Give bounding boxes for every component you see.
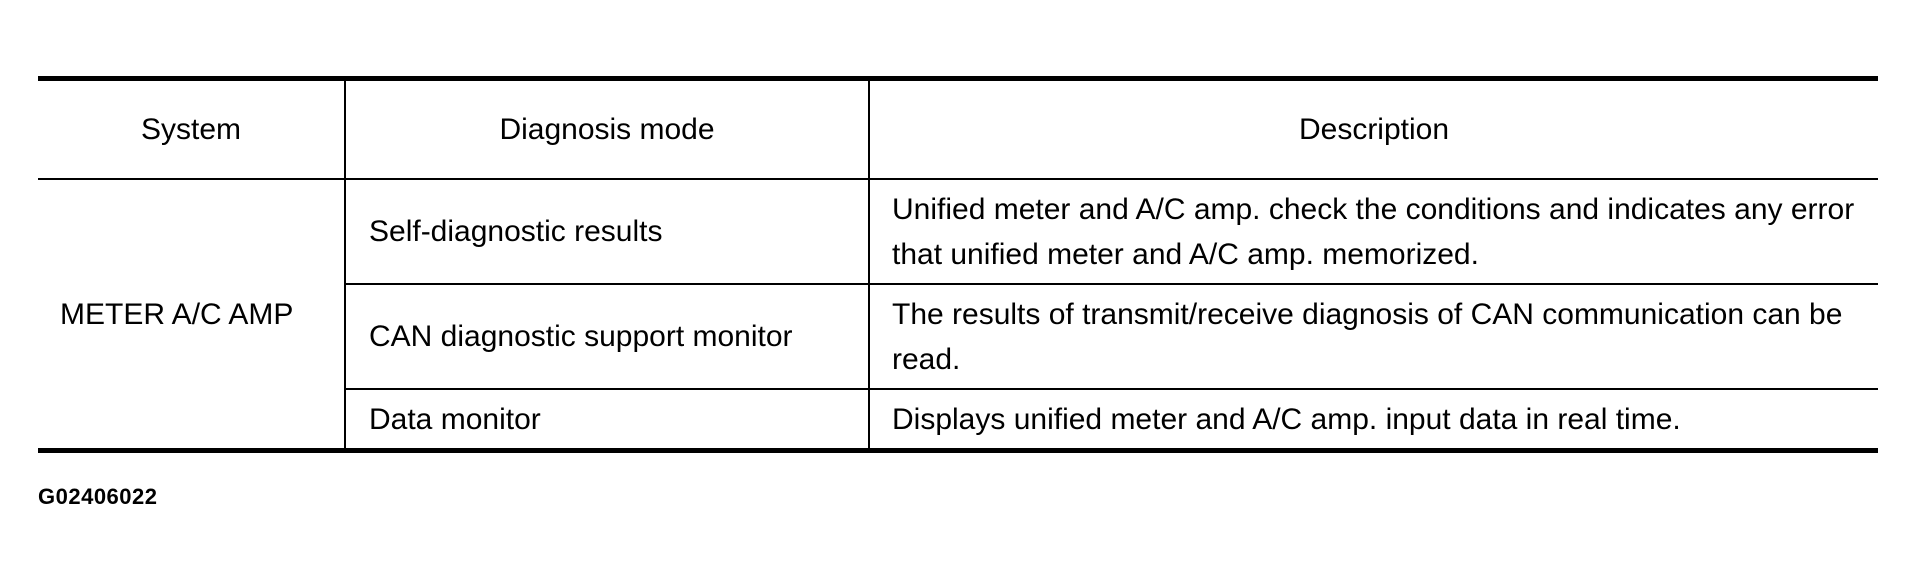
table-row: Data monitor Displays unified meter and …: [38, 389, 1878, 453]
figure-code: G02406022: [38, 484, 158, 509]
system-cell: METER A/C AMP: [38, 179, 346, 453]
description-cell: Displays unified meter and A/C amp. inpu…: [869, 389, 1878, 453]
header-diagnosis-mode: Diagnosis mode: [345, 76, 870, 180]
diagnosis-mode-cell: CAN diagnostic support monitor: [345, 284, 870, 390]
diagnosis-table-container: System Diagnosis mode Description METER …: [38, 76, 1878, 453]
description-cell: Unified meter and A/C amp. check the con…: [869, 179, 1878, 285]
diagnosis-mode-cell: Data monitor: [345, 389, 870, 453]
header-system: System: [38, 76, 346, 180]
header-description: Description: [869, 76, 1878, 180]
table-header-row: System Diagnosis mode Description: [38, 76, 1878, 180]
diagnosis-mode-table: System Diagnosis mode Description METER …: [38, 76, 1878, 453]
description-cell: The results of transmit/receive diagnosi…: [869, 284, 1878, 390]
table-row: CAN diagnostic support monitor The resul…: [38, 284, 1878, 390]
diagnosis-mode-cell: Self-diagnostic results: [345, 179, 870, 285]
table-row: METER A/C AMP Self-diagnostic results Un…: [38, 179, 1878, 453]
